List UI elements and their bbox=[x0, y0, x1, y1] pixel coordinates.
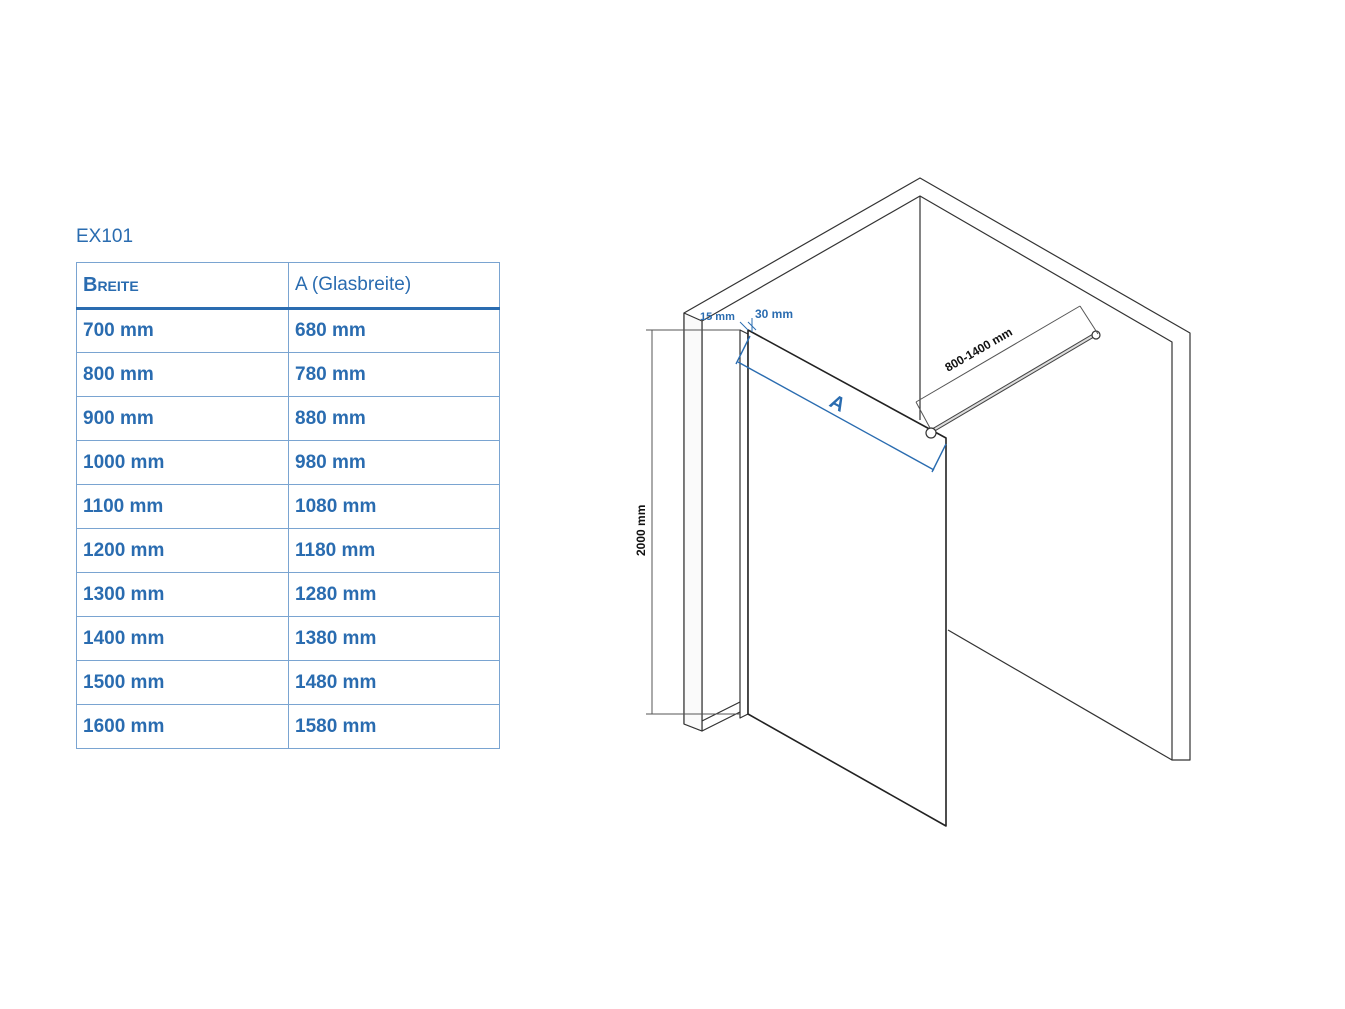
cell-breite: 900 mm bbox=[76, 396, 289, 441]
wall-profile bbox=[739, 329, 749, 719]
cell-breite: 1600 mm bbox=[76, 704, 289, 749]
rod-glass-clamp bbox=[925, 427, 937, 439]
cell-glasbreite: 880 mm bbox=[288, 396, 500, 441]
floor-line-right bbox=[947, 629, 1173, 761]
cell-breite: 700 mm bbox=[76, 308, 289, 353]
cell-breite: 800 mm bbox=[76, 352, 289, 397]
cell-glasbreite: 1180 mm bbox=[288, 528, 500, 573]
cell-breite: 1300 mm bbox=[76, 572, 289, 617]
table-header-row: Breite A (Glasbreite) bbox=[76, 262, 500, 310]
left-wall-edge bbox=[683, 312, 703, 732]
header-glasbreite: A (Glasbreite) bbox=[288, 262, 500, 310]
cell-glasbreite: 1280 mm bbox=[288, 572, 500, 617]
dim-30-label: 30 mm bbox=[755, 307, 793, 321]
cell-breite: 1500 mm bbox=[76, 660, 289, 705]
dim-rod-label: 800-1400 mm bbox=[943, 325, 1015, 375]
dim-height-label: 2000 mm bbox=[634, 505, 648, 556]
cell-glasbreite: 1480 mm bbox=[288, 660, 500, 705]
cell-glasbreite: 980 mm bbox=[288, 440, 500, 485]
cell-glasbreite: 680 mm bbox=[288, 308, 500, 353]
cell-breite: 1400 mm bbox=[76, 616, 289, 661]
rod-wall-mount bbox=[1091, 330, 1101, 340]
cell-glasbreite: 1080 mm bbox=[288, 484, 500, 529]
model-code: EX101 bbox=[76, 226, 134, 247]
dim-15-label: 15 mm bbox=[700, 311, 735, 323]
glass-panel bbox=[747, 329, 947, 827]
header-breite: Breite bbox=[76, 262, 289, 310]
cell-glasbreite: 1580 mm bbox=[288, 704, 500, 749]
cell-breite: 1100 mm bbox=[76, 484, 289, 529]
